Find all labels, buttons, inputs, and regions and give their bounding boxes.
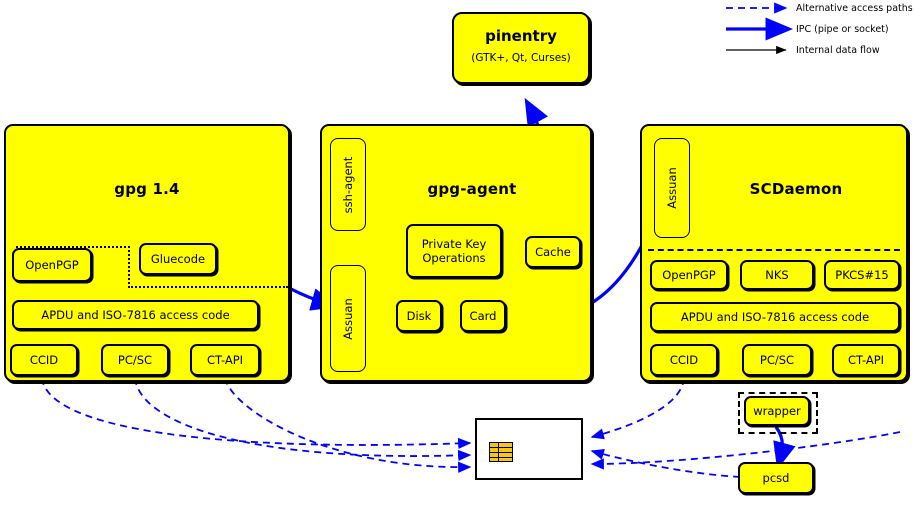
scdaemon-app-pkcs15: PKCS#15 [824,260,900,290]
agent-assuan-label: Assuan [341,297,355,340]
agent-card-box: Card [460,300,506,332]
alt-paths [41,377,901,478]
agent-assuan-box: Assuan [330,265,366,372]
agent-cache-box: Cache [525,236,581,268]
scdaemon-title: SCDaemon [749,180,843,198]
ipc-wrapper-to-pcsd [773,426,796,470]
scdaemon-driver-pcsc: PC/SC [742,344,812,376]
pko-line1: Private Key [421,236,487,251]
legend-label-flow: Internal data flow [796,45,880,56]
gpg-dotted-top-left [16,246,130,248]
pinentry-box: pinentry (GTK+, Qt, Curses) [452,12,590,84]
gpg-driver-ccid: CCID [10,344,78,376]
pko-line2: Operations [422,251,486,265]
pinentry-title: pinentry [485,27,557,45]
gpg-driver-pcsc: PC/SC [101,344,169,376]
legend-label-ipc: IPC (pipe or socket) [796,24,889,35]
gpg-driver-ctapi: CT-API [190,344,260,376]
wrapper-enclosure [738,392,818,434]
scdaemon-app-nks: NKS [740,260,814,290]
scdaemon-divider [648,249,900,251]
smartcard [475,418,583,480]
agent-private-key-operations-box: Private Key Operations [406,224,502,278]
pinentry-subtitle: (GTK+, Qt, Curses) [471,52,571,64]
legend-label-alt-paths: Alternative access paths [796,3,913,14]
scdaemon-app-openpgp: OpenPGP [650,260,728,290]
scdaemon-apdu-box: APDU and ISO-7816 access code [650,302,900,332]
pcsd-box: pcsd [738,462,814,494]
gpg-gluecode-box: Gluecode [139,243,217,275]
gpg-title: gpg 1.4 [114,180,180,198]
agent-ssh-agent-label: ssh-agent [341,156,355,213]
scdaemon-assuan-label: Assuan [665,167,679,209]
smartcard-chip-icon [489,442,513,462]
gpg-dotted-bottom [128,286,288,288]
gpg-agent-title: gpg-agent [427,180,517,198]
scdaemon-assuan-box: Assuan [654,138,690,238]
gpg-dotted-vert [128,246,130,288]
agent-ssh-agent-box: ssh-agent [330,138,366,231]
gpg-apdu-box: APDU and ISO-7816 access code [12,300,259,330]
gpg-openpgp-box: OpenPGP [12,248,92,282]
scdaemon-driver-ctapi: CT-API [832,344,900,376]
wrapper-box: wrapper [744,396,810,426]
agent-disk-box: Disk [396,300,442,332]
scdaemon-driver-ccid: CCID [650,344,718,376]
